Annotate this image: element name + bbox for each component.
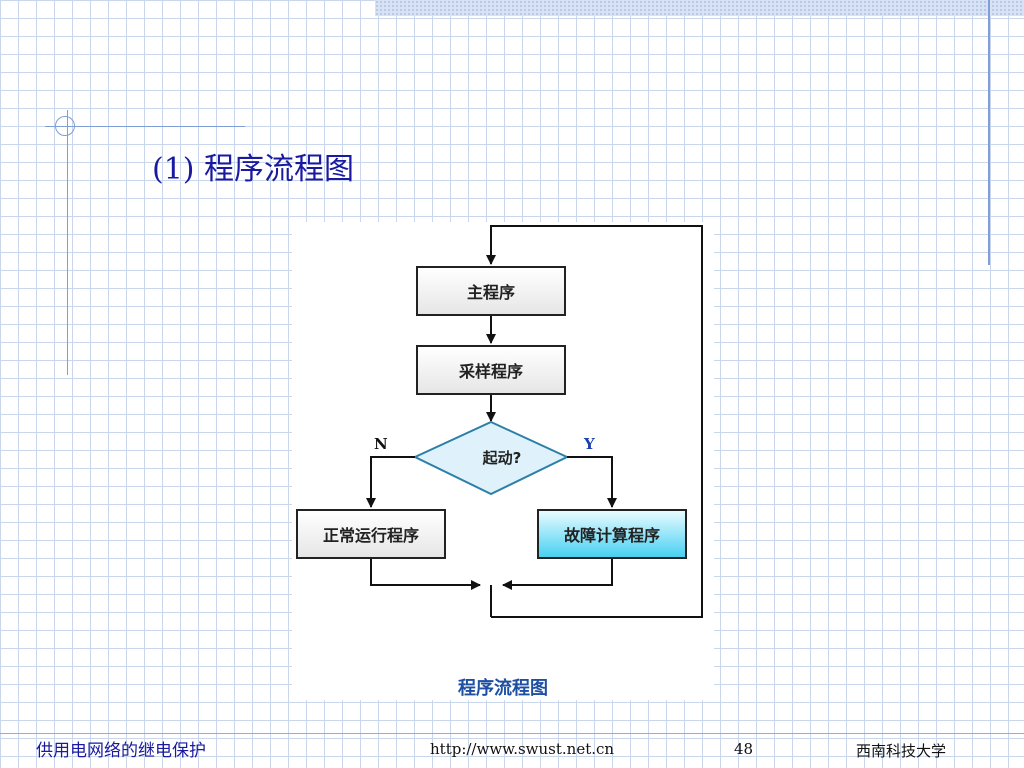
footer-course-title: 供用电网络的继电保护	[36, 741, 206, 761]
branch-no-label: N	[374, 435, 388, 453]
main-program-box: 主程序	[416, 266, 566, 316]
top-decorative-band	[375, 0, 1024, 16]
branch-yes-label: Y	[584, 435, 595, 453]
fault-calculation-box: 故障计算程序	[537, 509, 687, 559]
arrow-yes-branch	[567, 456, 617, 508]
flowchart-connectors	[366, 225, 703, 618]
left-decorative-line	[67, 110, 68, 375]
arrow-fault-to-merge	[502, 558, 613, 590]
decision-label: 起动?	[482, 448, 522, 467]
footer-url: http://www.swust.net.cn	[430, 740, 615, 758]
decision-diamond	[412, 420, 570, 496]
footer-university: 西南科技大学	[856, 742, 947, 760]
arrow-no-branch	[366, 456, 415, 508]
normal-operation-box: 正常运行程序	[296, 509, 446, 559]
title-decorative-line	[45, 126, 245, 127]
sampling-program-box: 采样程序	[416, 345, 566, 395]
arrow-normal-to-merge	[370, 558, 481, 590]
slide-title: (1) 程序流程图	[152, 152, 355, 187]
crosshair-icon	[55, 116, 75, 136]
footer-divider	[0, 733, 1024, 734]
arrow-loop-back	[486, 225, 703, 618]
page-number: 48	[734, 740, 754, 758]
right-decorative-line	[988, 0, 990, 265]
diagram-caption: 程序流程图	[458, 678, 548, 699]
flowchart-diagram: 主程序 采样程序 起动? N Y 正常运行程序 故障计算程序 程序流程图	[292, 222, 714, 700]
